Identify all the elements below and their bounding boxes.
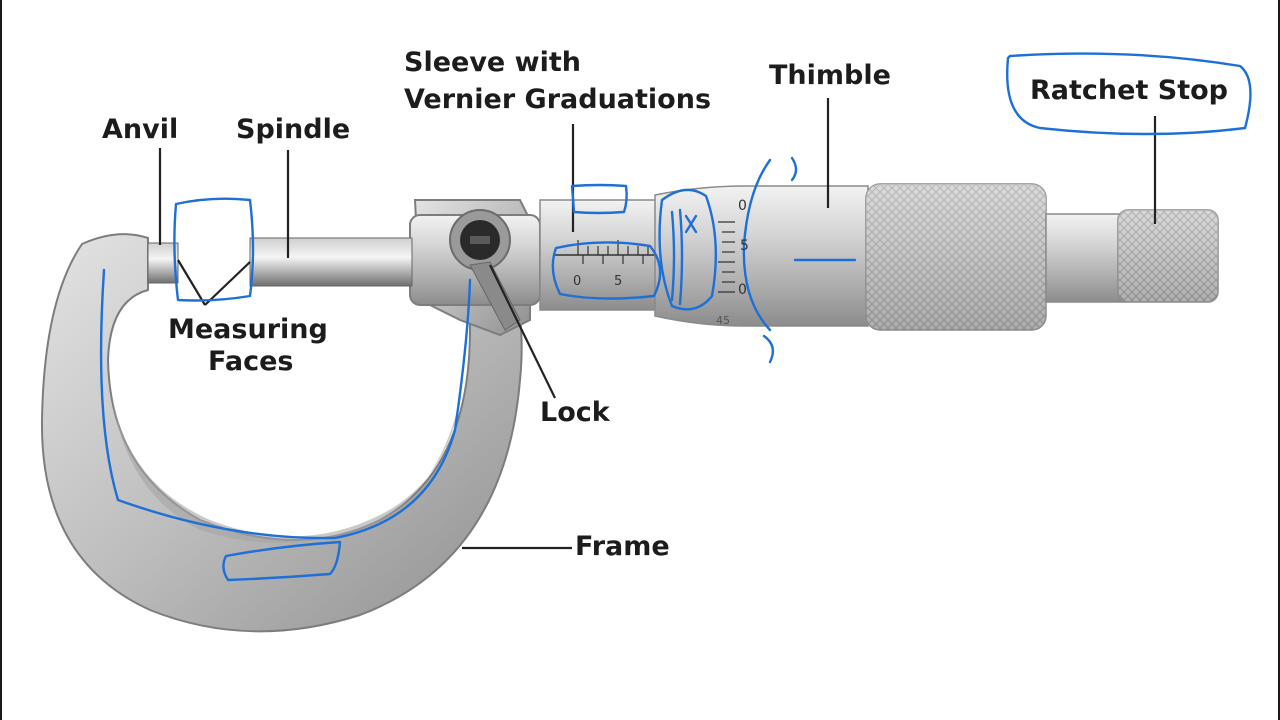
label-thimble: Thimble — [769, 60, 891, 91]
sleeve-number-0: 0 — [573, 274, 582, 289]
label-measuring-faces-line1: Measuring — [168, 314, 328, 345]
leader-lines — [158, 98, 1157, 550]
left-border — [0, 0, 2, 720]
label-anvil: Anvil — [102, 114, 179, 145]
ratchet-knob-shape — [1117, 209, 1219, 303]
right-border — [1278, 0, 1280, 720]
label-frame: Frame — [575, 531, 670, 562]
thimble-number-mid: 5 — [740, 238, 749, 254]
label-lock: Lock — [540, 397, 610, 428]
sleeve-number-5: 5 — [614, 274, 623, 289]
thimble-number-bottom: 0 — [738, 282, 747, 298]
spindle-shape — [249, 237, 413, 287]
hand-annotations — [99, 52, 1252, 582]
anvil-shape — [147, 242, 179, 284]
label-sleeve-line1: Sleeve with — [404, 47, 581, 78]
thimble-number-top: 0 — [738, 198, 747, 214]
thimble-number-45: 45 — [716, 314, 730, 327]
label-spindle: Spindle — [236, 114, 351, 145]
label-measuring-faces-line2: Faces — [208, 346, 294, 377]
label-ratchet-stop: Ratchet Stop — [1030, 75, 1228, 106]
label-sleeve-line2: Vernier Graduations — [404, 84, 712, 115]
lock-shape — [449, 209, 521, 331]
thimble-shape — [654, 183, 1127, 331]
